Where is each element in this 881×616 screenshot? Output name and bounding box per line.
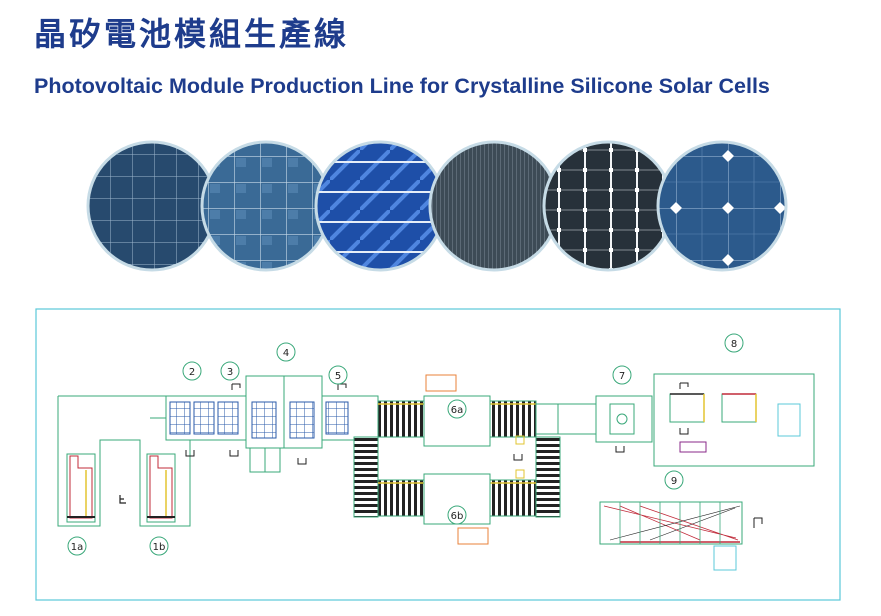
- station-label-6b: 6b: [447, 505, 467, 525]
- station-label-7: 7: [612, 365, 632, 385]
- svg-text:1a: 1a: [71, 542, 84, 553]
- page-title-chinese: 晶矽電池模組生產線: [34, 15, 350, 53]
- layout-frame: [35, 308, 841, 601]
- station-1b-stacker: [146, 453, 176, 523]
- solar-cell-photo-4: [428, 140, 560, 272]
- station-label-1a: 1a: [67, 536, 87, 556]
- solar-cell-photo-6: [656, 140, 788, 272]
- svg-text:1b: 1b: [153, 542, 166, 553]
- station-5-inspection: [321, 383, 379, 441]
- station-label-9: 9: [664, 470, 684, 490]
- svg-text:2: 2: [189, 367, 195, 378]
- loop-conveyor: [353, 374, 561, 545]
- svg-text:5: 5: [335, 371, 341, 382]
- station-7-tester: [535, 395, 653, 453]
- station-2-layup: [165, 383, 247, 457]
- station-9-storage: [599, 501, 763, 571]
- worker-icon: [119, 495, 126, 504]
- svg-text:7: 7: [619, 371, 625, 382]
- station-4-laminator: [245, 375, 323, 473]
- station-label-3: 3: [220, 361, 240, 381]
- svg-text:8: 8: [731, 339, 737, 350]
- station-label-6a: 6a: [447, 399, 467, 419]
- station-1a-stacker: [66, 453, 96, 523]
- page-title-english: Photovoltaic Module Production Line for …: [34, 74, 770, 98]
- solar-cell-photo-5: [542, 140, 674, 272]
- station-label-4: 4: [276, 342, 296, 362]
- svg-text:6a: 6a: [451, 405, 464, 416]
- svg-text:3: 3: [227, 367, 233, 378]
- svg-text:9: 9: [671, 476, 677, 487]
- svg-text:6b: 6b: [451, 511, 464, 522]
- station-label-5: 5: [328, 365, 348, 385]
- solar-cell-photo-strip: [86, 140, 788, 272]
- svg-text:4: 4: [283, 348, 289, 359]
- station-label-1b: 1b: [149, 536, 169, 556]
- station-label-2: 2: [182, 361, 202, 381]
- station-label-8: 8: [724, 333, 744, 353]
- solar-cell-photo-1: [86, 140, 218, 272]
- station-8-packing: [653, 373, 815, 467]
